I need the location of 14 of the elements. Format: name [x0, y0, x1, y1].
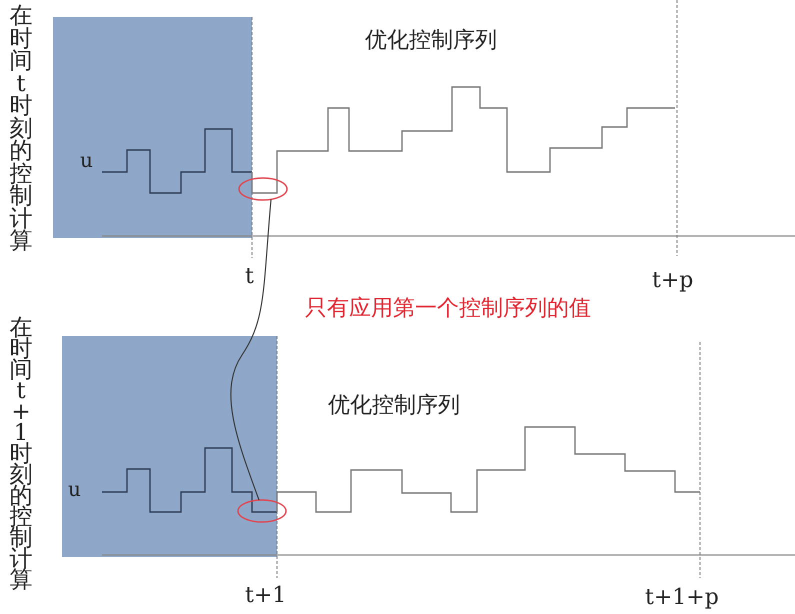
connector-line: [230, 199, 272, 500]
highlight-ellipse: [237, 499, 287, 523]
time-label: t+1+p: [645, 587, 719, 609]
vertical-caption: 在时间t时刻的控制计算: [8, 5, 34, 252]
vertical-caption: 在时间t+1时刻的控制计算: [8, 318, 34, 591]
highlight-ellipse: [238, 177, 288, 201]
time-label: t+1: [245, 585, 286, 607]
axis-label: u: [68, 479, 81, 499]
sequence-label: 优化控制序列: [328, 395, 460, 417]
axis-label: u: [80, 150, 93, 170]
sequence-label: 优化控制序列: [365, 30, 497, 52]
time-label: t: [245, 266, 254, 288]
time-label: t+p: [652, 270, 694, 292]
note-text: 只有应用第一个控制序列的值: [305, 298, 591, 320]
